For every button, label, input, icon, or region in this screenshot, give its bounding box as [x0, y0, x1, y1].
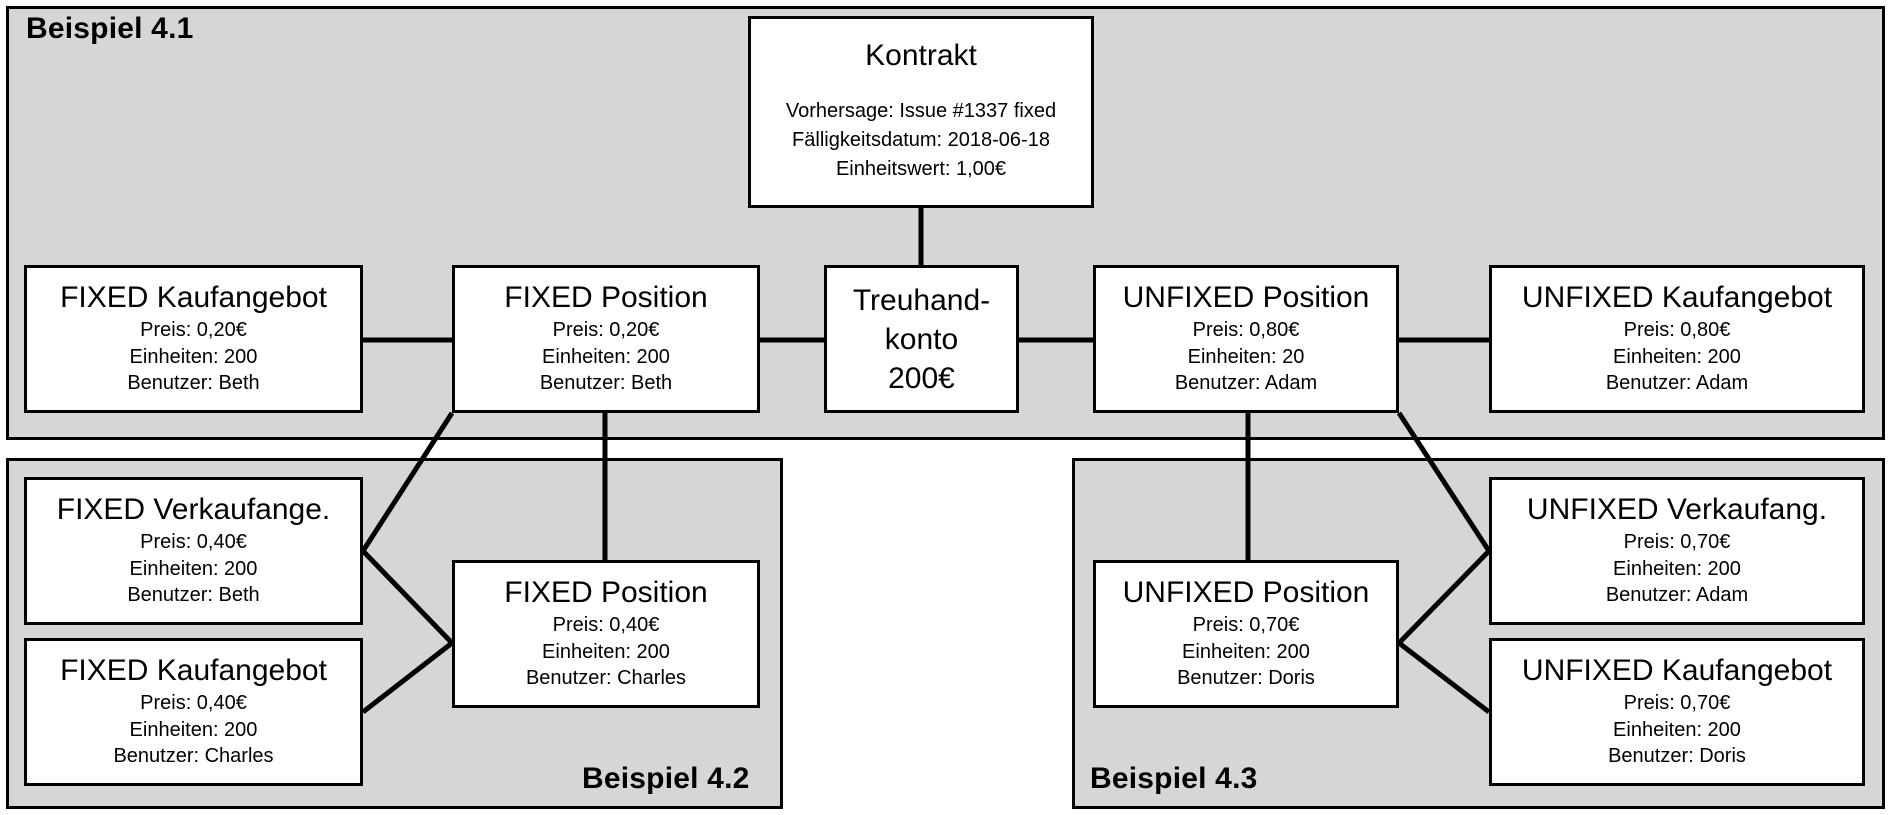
- node-detail-preis: Preis: 0,20€: [552, 319, 660, 342]
- node-detail-benutzer: Benutzer: Doris: [1177, 667, 1315, 690]
- node-title: UNFIXED Position: [1122, 575, 1370, 609]
- node-detail-preis: Preis: 0,70€: [1623, 531, 1731, 554]
- node-amount: 200€: [888, 361, 955, 395]
- node-detail-einheiten: Einheiten: 200: [129, 718, 258, 741]
- node-detail-preis: Preis: 0,20€: [140, 319, 247, 342]
- panel-label-beispiel-43: Beispiel 4.3: [1090, 762, 1258, 795]
- node-detail-einheiten: Einheiten: 200: [1613, 345, 1741, 368]
- node-detail-preis: Preis: 0,40€: [140, 531, 247, 554]
- panel-label-beispiel-42: Beispiel 4.2: [582, 762, 750, 795]
- node-detail-duedate: Fälligkeitsdatum: 2018-06-18: [792, 129, 1050, 152]
- node-detail-benutzer: Benutzer: Adam: [1605, 372, 1749, 395]
- node-detail-benutzer: Benutzer: Beth: [539, 372, 673, 395]
- node-title: FIXED Position: [504, 575, 708, 609]
- node-unfixed-position-43[interactable]: UNFIXED Position Preis: 0,70€ Einheiten:…: [1093, 560, 1399, 708]
- node-fixed-position-top[interactable]: FIXED Position Preis: 0,20€ Einheiten: 2…: [452, 265, 760, 413]
- node-fixed-verkaufangebot-42[interactable]: FIXED Verkaufange. Preis: 0,40€ Einheite…: [24, 477, 363, 625]
- node-detail-preis: Preis: 0,80€: [1192, 319, 1300, 342]
- node-title: UNFIXED Position: [1122, 280, 1370, 314]
- node-detail-benutzer: Benutzer: Beth: [127, 372, 260, 395]
- node-detail-benutzer: Benutzer: Beth: [127, 584, 260, 607]
- node-detail-einheiten: Einheiten: 200: [542, 345, 670, 368]
- node-unfixed-kaufangebot-top[interactable]: UNFIXED Kaufangebot Preis: 0,80€ Einheit…: [1489, 265, 1865, 413]
- node-title: UNFIXED Kaufangebot: [1521, 280, 1833, 314]
- node-detail-benutzer: Benutzer: Charles: [113, 745, 274, 768]
- node-detail-prediction: Vorhersage: Issue #1337 fixed: [785, 100, 1057, 123]
- node-detail-benutzer: Benutzer: Charles: [525, 667, 687, 690]
- node-detail-einheiten: Einheiten: 200: [129, 557, 258, 580]
- node-detail-einheiten: Einheiten: 200: [1182, 640, 1310, 663]
- node-title: Kontrakt: [865, 38, 977, 72]
- node-title: FIXED Verkaufange.: [56, 492, 331, 526]
- node-treuhandkonto[interactable]: Treuhand- konto 200€: [824, 265, 1019, 413]
- node-detail-einheiten: Einheiten: 200: [542, 640, 670, 663]
- node-title-line1: Treuhand-: [852, 283, 991, 317]
- node-title: UNFIXED Verkaufang.: [1526, 492, 1828, 526]
- node-unfixed-kaufangebot-43[interactable]: UNFIXED Kaufangebot Preis: 0,70€ Einheit…: [1489, 638, 1865, 786]
- node-title: FIXED Kaufangebot: [60, 280, 327, 314]
- node-fixed-position-42[interactable]: FIXED Position Preis: 0,40€ Einheiten: 2…: [452, 560, 760, 708]
- node-detail-einheiten: Einheiten: 20: [1187, 345, 1305, 368]
- node-detail-preis: Preis: 0,40€: [140, 692, 247, 715]
- node-detail-preis: Preis: 0,80€: [1623, 319, 1731, 342]
- node-detail-preis: Preis: 0,40€: [552, 614, 660, 637]
- node-detail-benutzer: Benutzer: Adam: [1174, 372, 1318, 395]
- node-detail-benutzer: Benutzer: Adam: [1605, 584, 1749, 607]
- node-title: FIXED Position: [504, 280, 708, 314]
- node-kontrakt[interactable]: Kontrakt Vorhersage: Issue #1337 fixed F…: [748, 16, 1094, 208]
- node-detail-einheiten: Einheiten: 200: [1613, 557, 1741, 580]
- node-unfixed-position-top[interactable]: UNFIXED Position Preis: 0,80€ Einheiten:…: [1093, 265, 1399, 413]
- node-detail-benutzer: Benutzer: Doris: [1608, 745, 1746, 768]
- node-detail-unitvalue: Einheitswert: 1,00€: [835, 158, 1007, 181]
- node-title: UNFIXED Kaufangebot: [1521, 653, 1833, 687]
- node-title-line2: konto: [884, 322, 959, 356]
- node-fixed-kaufangebot-top[interactable]: FIXED Kaufangebot Preis: 0,20€ Einheiten…: [24, 265, 363, 413]
- node-detail-einheiten: Einheiten: 200: [1613, 718, 1741, 741]
- node-detail-einheiten: Einheiten: 200: [129, 345, 258, 368]
- node-fixed-kaufangebot-42[interactable]: FIXED Kaufangebot Preis: 0,40€ Einheiten…: [24, 638, 363, 786]
- panel-label-beispiel-41: Beispiel 4.1: [26, 12, 194, 45]
- node-detail-preis: Preis: 0,70€: [1623, 692, 1731, 715]
- node-unfixed-verkaufangebot-43[interactable]: UNFIXED Verkaufang. Preis: 0,70€ Einheit…: [1489, 477, 1865, 625]
- node-title: FIXED Kaufangebot: [60, 653, 327, 687]
- node-detail-preis: Preis: 0,70€: [1192, 614, 1300, 637]
